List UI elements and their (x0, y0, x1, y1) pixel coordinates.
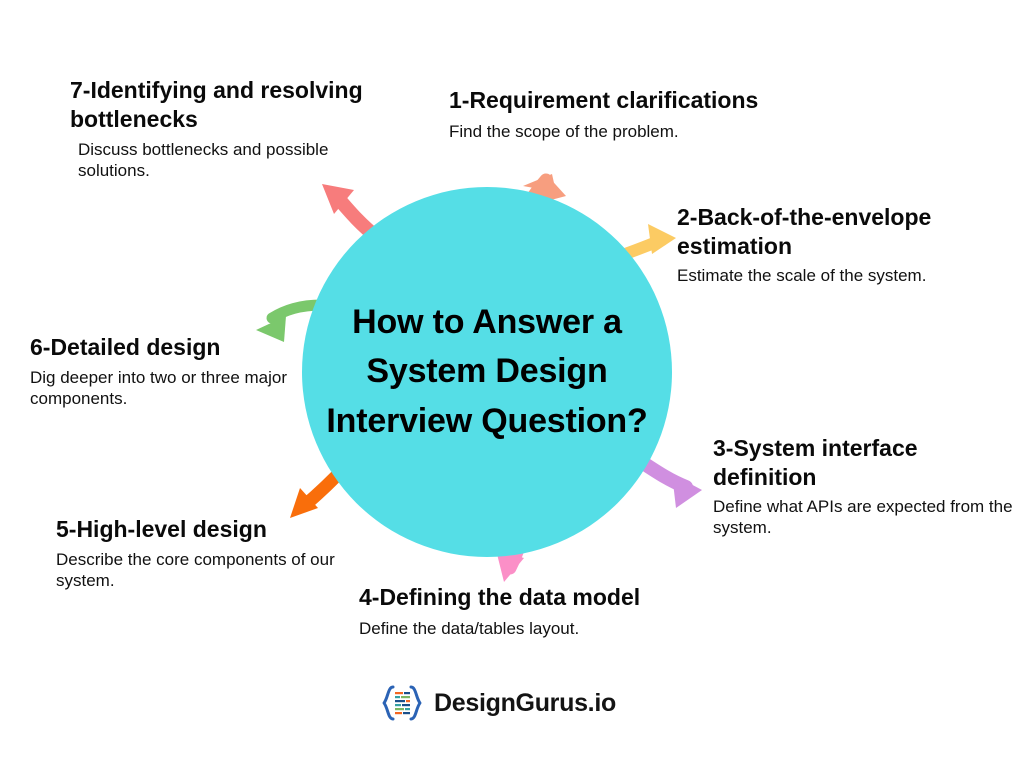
step-5-title: 5-High-level design (56, 516, 267, 542)
step-7-title: 7-Identifying and resolving bottlenecks (70, 77, 363, 132)
step-3-title: 3-System interface definition (713, 435, 918, 490)
step-4-defining-the-data-model: 4-Defining the data model Define the dat… (359, 583, 739, 639)
step-7-description: Discuss bottlenecks and possible solutio… (78, 139, 329, 180)
step-1-description: Find the scope of the problem. (449, 121, 679, 141)
step-2-description: Estimate the scale of the system. (677, 265, 927, 285)
step-3-system-interface-definition: 3-System interface definition Define wha… (713, 434, 1013, 538)
footer-brand: DesignGurus.io (379, 684, 616, 722)
designgurus-braces-code-icon (379, 684, 425, 722)
step-6-detailed-design: 6-Detailed design Dig deeper into two or… (30, 333, 330, 409)
step-4-title: 4-Defining the data model (359, 584, 641, 610)
step-6-title: 6-Detailed design (30, 334, 221, 360)
brand-name: DesignGurus.io (434, 688, 616, 717)
step-1-title: 1-Requirement clarifications (449, 87, 759, 113)
step-4-description: Define the data/tables layout. (359, 618, 580, 638)
step-7-identifying-and-resolving-bottlenecks: 7-Identifying and resolving bottlenecks … (70, 76, 380, 181)
step-3-description: Define what APIs are expected from the s… (713, 496, 1013, 537)
step-5-high-level-design: 5-High-level design Describe the core co… (56, 515, 356, 591)
center-circle: How to Answer a System Design Interview … (302, 187, 672, 557)
step-1-requirement-clarifications: 1-Requirement clarifications Find the sc… (449, 86, 849, 142)
step-2-title: 2-Back-of-the-envelope estimation (677, 204, 932, 259)
step-2-back-of-the-envelope-estimation: 2-Back-of-the-envelope estimation Estima… (677, 203, 1022, 286)
center-title: How to Answer a System Design Interview … (326, 303, 648, 440)
step-5-description: Describe the core components of our syst… (56, 549, 335, 590)
step-6-description: Dig deeper into two or three major compo… (30, 367, 288, 408)
